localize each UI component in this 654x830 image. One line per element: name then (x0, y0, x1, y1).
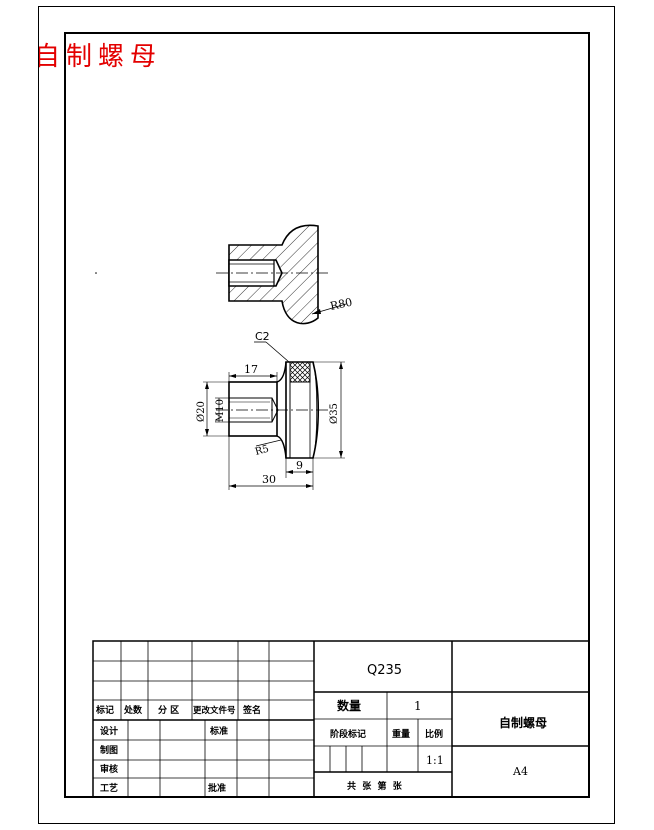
rev-header-3: 更改文件号 (193, 705, 236, 716)
review-label: 审核 (100, 763, 118, 775)
title-block-text: Q235 数量 1 自制螺母 阶段标记 重量 比例 1:1 A4 共 张 第 张… (95, 663, 547, 794)
stage-label: 阶段标记 (330, 728, 366, 740)
rev-header-4: 签名 (242, 704, 261, 716)
section-view: R80 (216, 224, 353, 325)
label-c2: C2 (255, 330, 270, 343)
qty-label: 数量 (337, 698, 361, 713)
inner-frame (64, 32, 590, 798)
dim-dia35: Ø35 (329, 403, 340, 424)
dim-dia20: Ø20 (196, 401, 207, 422)
outer-frame (38, 6, 615, 824)
design-label: 设计 (100, 725, 118, 737)
part-name: 自制螺母 (499, 715, 547, 730)
weight-label: 重量 (392, 728, 410, 740)
rev-header-2: 分 区 (158, 704, 179, 716)
standard-label: 标准 (209, 725, 228, 737)
dim-30: 30 (262, 473, 276, 486)
exterior-view: C2 17 30 9 R5 Ø20 M10 (196, 330, 345, 490)
dim-17: 17 (244, 363, 258, 376)
approve-label: 批准 (208, 782, 226, 794)
dim-m10: M10 (215, 399, 226, 422)
scale-value: 1:1 (426, 754, 444, 767)
scale-label: 比例 (425, 728, 443, 740)
process-label: 工艺 (100, 782, 118, 794)
paper-size: A4 (512, 765, 528, 778)
rev-header-0: 标记 (95, 704, 114, 716)
label-r5: R5 (254, 444, 270, 458)
overlay-title: 自制螺母 (34, 42, 163, 72)
sheets: 共 张 第 张 (347, 780, 403, 792)
label-r80: R80 (329, 296, 353, 313)
material: Q235 (367, 663, 402, 678)
drafting-label: 制图 (100, 744, 118, 756)
title-block (92, 640, 590, 798)
rev-header-1: 处数 (123, 704, 143, 716)
qty-value: 1 (414, 699, 422, 713)
dim-9: 9 (296, 459, 303, 472)
